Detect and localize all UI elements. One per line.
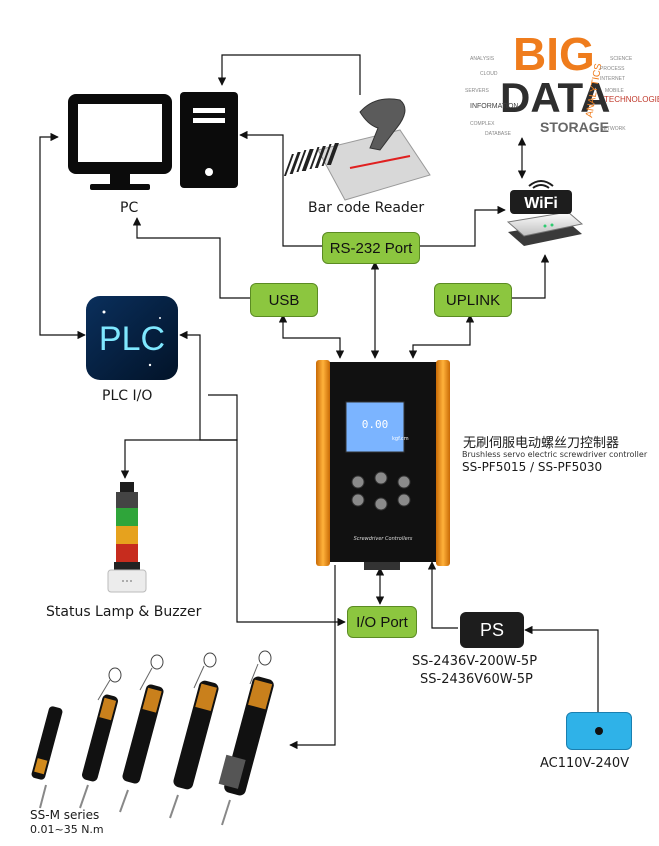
svg-text:Screwdriver Controllers: Screwdriver Controllers [354, 536, 413, 542]
screwdriver-controller-icon: 0.00 kgf.cm Screwdriver Controllers [316, 360, 450, 570]
svg-text:SCIENCE: SCIENCE [610, 56, 633, 62]
uplink-box: UPLINK [434, 283, 512, 317]
plc-io-label: PLC I/O [102, 388, 153, 404]
connection-lines [39, 54, 599, 750]
line-ac-ps [524, 625, 599, 712]
pc-monitor-icon [68, 94, 172, 190]
svg-text:PLC: PLC [99, 320, 165, 358]
svg-text:DATABASE: DATABASE [485, 131, 512, 137]
svg-text:kgf.cm: kgf.cm [392, 436, 409, 442]
svg-text:WiFi: WiFi [524, 195, 558, 212]
line-uplink-controller [408, 314, 475, 359]
svg-text:DATA: DATA [500, 74, 610, 121]
ps-model-1: SS-2436V-200W-5P [412, 654, 538, 669]
line-usb-controller [278, 314, 345, 359]
plc-logo-icon: PLC [86, 296, 178, 380]
svg-text:SERVERS: SERVERS [465, 88, 489, 94]
line-usb-pc [132, 217, 250, 299]
line-rs232-pc [239, 130, 322, 247]
svg-text:TECHNOLOGIES: TECHNOLOGIES [604, 95, 659, 104]
svg-text:NETWORK: NETWORK [600, 126, 626, 132]
usb-box: USB [250, 283, 318, 317]
status-lamp-icon [107, 482, 147, 593]
controller-title-en: Brushless servo electric screwdriver con… [462, 450, 648, 459]
line-plc-lamp [120, 394, 238, 479]
line-uplink-wifi [510, 254, 550, 299]
svg-text:MOBILE: MOBILE [605, 88, 625, 94]
wifi-router-icon: WiFi [506, 180, 584, 246]
rs232-port-box: RS-232 Port [322, 232, 420, 264]
barcode-reader-label: Bar code Reader [308, 200, 425, 216]
screwdriver-2 [79, 667, 122, 809]
io-port-box: I/O Port [347, 606, 417, 638]
svg-text:CLOUD: CLOUD [480, 71, 498, 77]
svg-text:0.00: 0.00 [362, 418, 389, 431]
big-data-word-cloud: BIG DATA STORAGE ANALYTICS TECHNOLOGIES … [465, 28, 659, 137]
torque-label: 0.01~35 N.m [30, 823, 104, 836]
series-label: SS-M series [30, 808, 100, 822]
controller-title-cn: 无刷伺服电动螺丝刀控制器 [463, 436, 620, 451]
screwdriver-4 [169, 652, 219, 819]
screwdriver-3 [119, 654, 164, 813]
ac-voltage-label: AC110V-240V [540, 756, 630, 771]
line-plc-pc [39, 132, 86, 340]
svg-text:INFORMATION: INFORMATION [470, 103, 518, 110]
svg-text:PROCESS: PROCESS [600, 66, 625, 72]
line-barcode-pc [217, 54, 361, 95]
svg-text:INTERNET: INTERNET [600, 76, 625, 82]
barcode-reader-icon [283, 98, 431, 201]
svg-text:COMPLEX: COMPLEX [470, 121, 495, 127]
line-controller-ps [427, 561, 458, 629]
svg-text:ANALYSIS: ANALYSIS [470, 56, 495, 62]
line-controller-tools [289, 565, 336, 750]
status-lamp-label: Status Lamp & Buzzer [46, 604, 202, 620]
ac-power-box [566, 712, 632, 750]
screwdriver-5 [218, 650, 274, 826]
controller-model: SS-PF5015 / SS-PF5030 [462, 460, 603, 474]
pc-tower-icon [180, 92, 238, 188]
electric-screwdrivers-icon [31, 650, 274, 826]
plug-icon [595, 727, 603, 735]
svg-text:BIG: BIG [513, 28, 595, 80]
pc-label: PC [120, 200, 139, 216]
ps-box: PS [460, 612, 524, 648]
svg-text:STORAGE: STORAGE [540, 119, 609, 135]
line-rs232-wifi [418, 205, 506, 247]
ps-model-2: SS-2436V60W-5P [420, 672, 533, 687]
screwdriver-1 [31, 706, 63, 809]
